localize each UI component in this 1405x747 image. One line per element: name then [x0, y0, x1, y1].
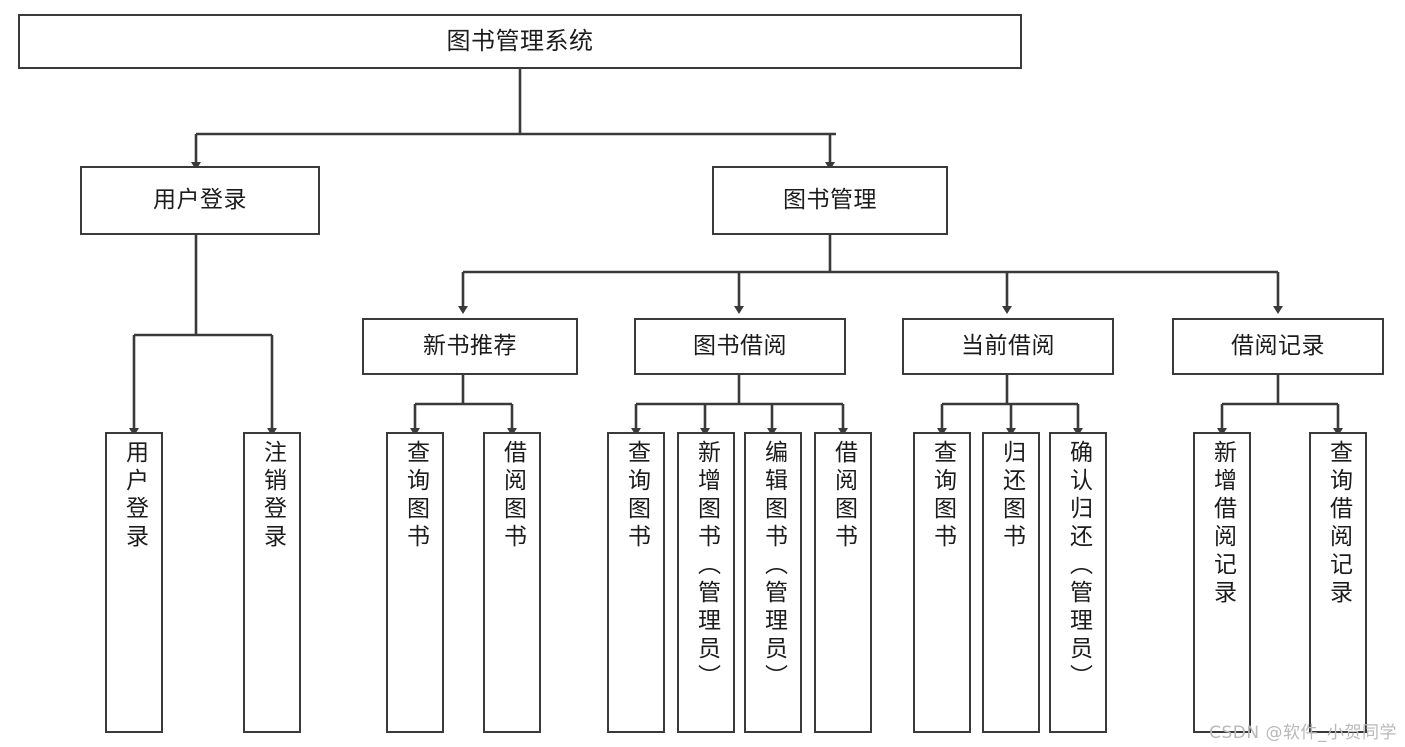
- leaf-return-books[interactable]: 归还图书: [982, 432, 1040, 733]
- leaf-query-books-current[interactable]: 查询图书: [913, 432, 971, 733]
- node-borrow-records[interactable]: 借阅记录: [1172, 318, 1384, 375]
- node-label: 注销登录: [259, 440, 286, 552]
- node-label: 归还图书: [998, 440, 1025, 552]
- node-current-borrow[interactable]: 当前借阅: [902, 318, 1114, 375]
- node-label: 借阅记录: [1231, 332, 1325, 359]
- leaf-query-books-new[interactable]: 查询图书: [386, 432, 444, 733]
- leaf-user-login[interactable]: 用户登录: [105, 432, 163, 733]
- node-book-management[interactable]: 图书管理: [712, 166, 948, 235]
- node-user-login[interactable]: 用户登录: [80, 166, 320, 235]
- node-label: 用户登录: [153, 186, 247, 213]
- node-label: 当前借阅: [961, 332, 1055, 359]
- node-label: 用户登录: [121, 440, 148, 552]
- node-label: 图书管理: [783, 186, 877, 213]
- node-label: 确认归还（管理员）: [1065, 440, 1092, 692]
- node-label: 借阅图书: [499, 440, 526, 552]
- node-label: 查询图书: [929, 440, 956, 552]
- node-book-borrow[interactable]: 图书借阅: [634, 318, 846, 375]
- leaf-confirm-return-admin[interactable]: 确认归还（管理员）: [1049, 432, 1107, 733]
- leaf-borrow-books-new[interactable]: 借阅图书: [483, 432, 541, 733]
- leaf-borrow-books[interactable]: 借阅图书: [814, 432, 872, 733]
- node-label: 图书借阅: [693, 332, 787, 359]
- node-label: 新增借阅记录: [1209, 440, 1236, 608]
- node-label: 编辑图书（管理员）: [760, 440, 787, 692]
- leaf-query-borrow-record[interactable]: 查询借阅记录: [1309, 432, 1367, 733]
- node-label: 借阅图书: [830, 440, 857, 552]
- leaf-add-borrow-record[interactable]: 新增借阅记录: [1193, 432, 1251, 733]
- leaf-query-books-borrow[interactable]: 查询图书: [607, 432, 665, 733]
- leaf-add-book-admin[interactable]: 新增图书（管理员）: [677, 432, 735, 733]
- node-label: 图书管理系统: [446, 27, 594, 56]
- leaf-edit-book-admin[interactable]: 编辑图书（管理员）: [744, 432, 802, 733]
- node-root-library-system[interactable]: 图书管理系统: [18, 14, 1022, 69]
- csdn-watermark: CSDN @软件_小贺同学: [1209, 723, 1397, 743]
- node-label: 查询图书: [402, 440, 429, 552]
- node-label: 查询借阅记录: [1325, 440, 1352, 608]
- leaf-logout[interactable]: 注销登录: [243, 432, 301, 733]
- node-label: 查询图书: [623, 440, 650, 552]
- node-label: 新增图书（管理员）: [693, 440, 720, 692]
- node-new-book-recommend[interactable]: 新书推荐: [362, 318, 578, 375]
- node-label: 新书推荐: [423, 332, 517, 359]
